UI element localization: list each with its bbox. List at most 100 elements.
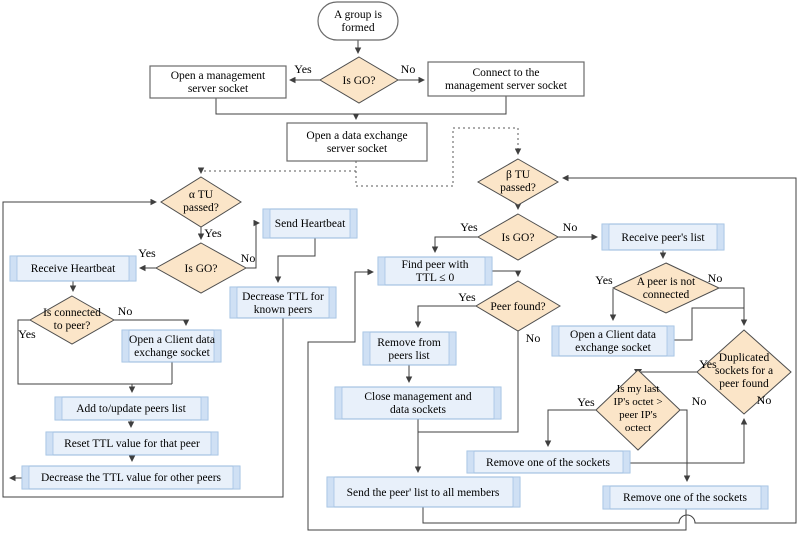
edge-isconnected-yes-down <box>17 319 172 385</box>
node-send-peer-list: Send the peer' list to all members <box>326 476 521 508</box>
edge-notconnected-no-duplicated <box>719 287 748 326</box>
ip-octet-shape <box>595 369 681 451</box>
isgo-left-shape <box>154 242 248 294</box>
decrease-ttl-other-label: Decrease the TTL value for other peers <box>41 472 222 484</box>
peer-not-connected-shape <box>611 262 721 314</box>
edge-labels: Yes No Yes Yes No Yes No Yes No Yes No Y… <box>18 62 771 409</box>
edge-isgoleft-no-sendhb <box>246 219 260 269</box>
data-exchange-shape <box>286 122 428 162</box>
edges <box>2 40 797 531</box>
label-ip-yes: Yes <box>577 395 595 409</box>
node-send-heartbeat: Send Heartbeat <box>262 208 358 239</box>
isgo-top-label: Is GO? <box>343 75 376 87</box>
node-reset-ttl: Reset TTL value for that peer <box>45 431 219 456</box>
edges-dotted <box>197 127 522 187</box>
receive-heartbeat-label: Receive Heartbeat <box>31 263 116 275</box>
edge-findpeer-peerfound <box>492 270 522 277</box>
label-duplicated-no: No <box>757 393 772 407</box>
add-update-peers-label: Add to/update peers list <box>76 403 186 415</box>
node-add-update-peers: Add to/update peers list <box>54 396 209 421</box>
label-ip-no: No <box>692 394 707 408</box>
node-receive-heartbeat: Receive Heartbeat <box>9 255 137 282</box>
remove-socket-1-label: Remove one of the sockets <box>486 457 610 469</box>
edge-isconnected-no-openclient <box>114 319 190 326</box>
is-connected-shape <box>28 295 116 345</box>
edge-mgmt-merge <box>215 98 356 115</box>
label-alpha-yes: Yes <box>204 226 222 240</box>
decision-is-go-left: Is GO? <box>154 242 248 294</box>
edge-peerfound-yes-remove <box>414 305 476 328</box>
edge-sendhb-decttl <box>274 238 316 283</box>
duplicated-shape <box>696 329 792 415</box>
label-isconnected-yes: Yes <box>18 327 36 341</box>
edge-connect-merge <box>356 96 507 115</box>
label-notconnected-yes: Yes <box>595 273 613 287</box>
label-isconnected-no: No <box>118 304 133 318</box>
isgo-top-shape <box>319 56 399 104</box>
label-notconnected-no: No <box>708 271 723 285</box>
label-peerfound-yes: Yes <box>458 290 476 304</box>
peer-found-shape <box>475 280 561 332</box>
isgo-mid-label: Is GO? <box>502 232 535 244</box>
edge-isgomid-yes-findpeer <box>431 236 478 253</box>
isgo-left-label: Is GO? <box>185 263 218 275</box>
beta-tu-shape <box>476 158 560 206</box>
decision-is-go-top: Is GO? <box>319 56 399 104</box>
node-receive-peers-list: Receive peer's list <box>601 223 725 251</box>
label-isgo-mid-no: No <box>563 220 578 234</box>
edge-openclientright-merge <box>674 307 744 341</box>
edge-remove2-loop-findpeer <box>307 268 687 531</box>
edge-remove1-loop-duplicated <box>630 418 748 464</box>
label-duplicated-yes: Yes <box>699 357 717 371</box>
edge-ip-yes-remove1 <box>544 409 596 447</box>
open-mgmt-shape <box>149 65 287 99</box>
edge-sendlist-loop-beta <box>422 174 797 524</box>
isgo-mid-shape <box>476 213 560 261</box>
label-isgo-left-no: No <box>241 251 256 265</box>
send-heartbeat-label: Send Heartbeat <box>275 218 346 230</box>
label-isgo-mid-yes: Yes <box>460 220 478 234</box>
receive-peers-list-label: Receive peer's list <box>621 232 705 244</box>
label-isgo-top-yes: Yes <box>294 62 312 76</box>
decision-is-go-mid: Is GO? <box>476 213 560 261</box>
node-decrease-ttl-other: Decrease the TTL value for other peers <box>21 465 241 490</box>
peer-found-label: Peer found? <box>490 301 545 313</box>
label-isgo-top-no: No <box>401 62 416 76</box>
edge-peerfound-no-down <box>418 331 519 433</box>
send-peer-list-label: Send the peer' list to all members <box>347 487 500 499</box>
decision-peer-found: Peer found? <box>475 280 561 332</box>
reset-ttl-label: Reset TTL value for that peer <box>64 438 200 450</box>
start-shape <box>317 1 399 41</box>
label-isgo-left-yes: Yes <box>138 246 156 260</box>
